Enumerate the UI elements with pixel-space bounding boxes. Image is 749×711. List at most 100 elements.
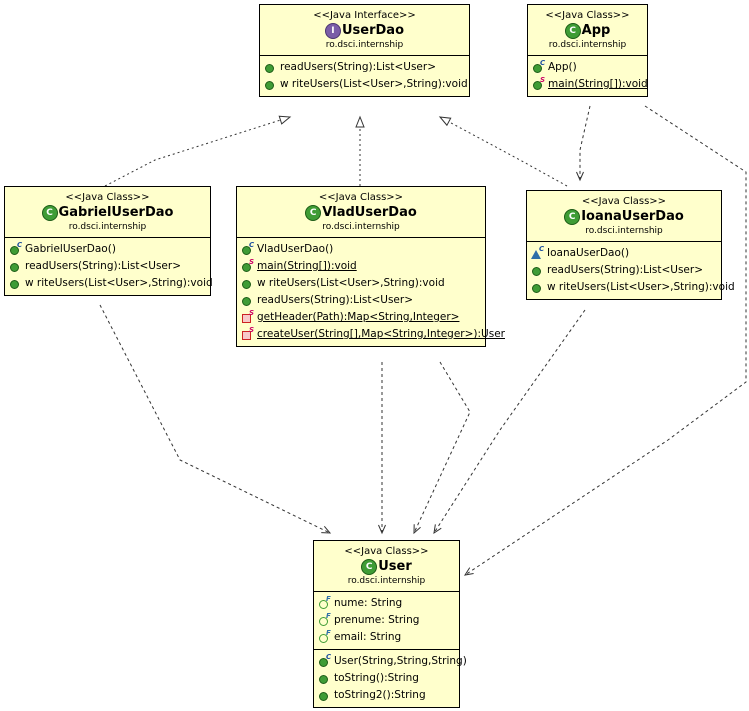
constructor-badge: C	[540, 59, 546, 67]
methods-compartment-vladuserdao: C VladUserDao() S main(String[]):void w …	[237, 238, 505, 346]
method-row[interactable]: C App()	[528, 59, 647, 76]
public-method-icon	[531, 264, 544, 277]
method-label: toString2():String	[334, 689, 426, 701]
public-method-icon	[318, 672, 331, 685]
interface-icon: I	[324, 22, 341, 39]
method-row[interactable]: S getHeader(Path):Map<String,Integer>	[237, 309, 485, 326]
edge-app-uses-user	[463, 105, 747, 576]
method-label: readUsers(String):List<User>	[280, 61, 436, 73]
method-label: IoanaUserDao()	[547, 247, 630, 259]
method-label: main(String[]):void	[257, 260, 357, 272]
method-row[interactable]: S main(String[]):void	[528, 76, 648, 93]
class-header-ioanauserdao: <<Java Class>> C IoanaUserDao ro.dsci.in…	[527, 191, 721, 242]
method-row[interactable]: toString():String	[314, 670, 459, 687]
field-row[interactable]: F nume: String	[314, 595, 459, 612]
public-method-icon	[9, 260, 22, 273]
public-method-icon: C	[241, 241, 255, 256]
public-method-icon	[9, 277, 22, 290]
method-row[interactable]: C User(String,String,String)	[314, 653, 467, 670]
class-box-app[interactable]: <<Java Class>> C App ro.dsci.internship …	[527, 4, 648, 97]
method-label: main(String[]):void	[548, 78, 648, 90]
class-name-text-user: User	[378, 559, 412, 574]
class-box-gabrieluserdao[interactable]: <<Java Class>> C GabrielUserDao ro.dsci.…	[4, 186, 213, 296]
method-row[interactable]: toString2():String	[314, 687, 459, 704]
method-label: readUsers(String):List<User>	[547, 264, 703, 276]
class-icon: C	[305, 204, 322, 221]
field-badge: F	[326, 595, 331, 603]
method-row[interactable]: S main(String[]):void	[237, 258, 485, 275]
public-method-icon: C	[318, 653, 331, 668]
public-method-icon: C	[9, 241, 23, 256]
method-row[interactable]: C IoanaUserDao()	[527, 245, 721, 262]
method-row[interactable]: w riteUsers(List<User>,String):void	[237, 275, 485, 292]
field-label: email: String	[334, 631, 402, 643]
method-label: w riteUsers(List<User>,String):void	[257, 277, 445, 289]
protected-method-icon: C	[531, 245, 544, 260]
method-label: GabrielUserDao()	[25, 243, 116, 255]
public-method-icon: C	[532, 59, 546, 74]
class-header-gabrieluserdao: <<Java Class>> C GabrielUserDao ro.dsci.…	[5, 187, 210, 238]
method-row[interactable]: readUsers(String):List<User>	[237, 292, 485, 309]
method-label: VladUserDao()	[257, 243, 334, 255]
method-row[interactable]: readUsers(String):List<User>	[260, 59, 469, 76]
stereotype-gabrieluserdao: <<Java Class>>	[65, 192, 150, 203]
static-badge: S	[249, 309, 255, 317]
constructor-badge: C	[17, 241, 23, 249]
class-box-user[interactable]: <<Java Class>> C User ro.dsci.internship…	[313, 540, 467, 708]
package-label-user: ro.dsci.internship	[347, 576, 426, 586]
public-method-icon	[241, 294, 254, 307]
method-row[interactable]: C VladUserDao()	[237, 241, 485, 258]
class-header-user: <<Java Class>> C User ro.dsci.internship	[314, 541, 459, 592]
method-row[interactable]: S createUser(String[],Map<String,Integer…	[237, 326, 505, 343]
methods-compartment-app: C App() S main(String[]):void	[528, 56, 648, 96]
class-name-ioanauserdao: C IoanaUserDao	[529, 208, 719, 225]
field-badge: F	[326, 612, 331, 620]
public-method-icon: S	[241, 258, 254, 273]
method-label: App()	[548, 61, 577, 73]
method-label: toString():String	[334, 672, 419, 684]
stereotype-user: <<Java Class>>	[344, 546, 429, 557]
class-name-app: C App	[530, 22, 645, 39]
method-label: User(String,String,String)	[334, 655, 467, 667]
methods-compartment-ioanauserdao: C IoanaUserDao() readUsers(String):List<…	[527, 242, 735, 299]
edge-vladuserdao-uses-user-2	[413, 361, 471, 535]
class-name-text-app: App	[581, 23, 611, 38]
method-row[interactable]: w riteUsers(List<User>,String):void	[527, 279, 735, 296]
class-box-userdao[interactable]: <<Java Interface>> I UserDao ro.dsci.int…	[259, 4, 470, 97]
fields-compartment-user: F nume: String F prenume: String F email…	[314, 592, 459, 649]
method-label: w riteUsers(List<User>,String):void	[280, 78, 468, 90]
class-box-ioanauserdao[interactable]: <<Java Class>> C IoanaUserDao ro.dsci.in…	[526, 190, 735, 300]
methods-compartment-userdao: readUsers(String):List<User> w riteUsers…	[260, 56, 469, 96]
method-label: readUsers(String):List<User>	[25, 260, 181, 272]
field-icon: F	[318, 629, 331, 644]
edge-app-uses-ioanauserdao	[576, 105, 591, 182]
public-method-icon	[264, 61, 277, 74]
stereotype-vladuserdao: <<Java Class>>	[318, 192, 404, 203]
class-icon: C	[564, 208, 581, 225]
public-method-icon	[531, 281, 544, 294]
field-icon: F	[318, 612, 331, 627]
constructor-badge: C	[249, 241, 255, 249]
package-label-app: ro.dsci.internship	[548, 40, 627, 50]
class-name-text-userdao: UserDao	[341, 23, 405, 38]
public-method-icon	[241, 277, 254, 290]
field-row[interactable]: F email: String	[314, 629, 459, 646]
method-row[interactable]: readUsers(String):List<User>	[5, 258, 210, 275]
field-label: prenume: String	[334, 614, 420, 626]
class-name-text-gabrieluserdao: GabrielUserDao	[58, 205, 174, 220]
method-row[interactable]: C GabrielUserDao()	[5, 241, 210, 258]
field-row[interactable]: F prenume: String	[314, 612, 459, 629]
method-label: createUser(String[],Map<String,Integer>)…	[257, 328, 505, 340]
method-row[interactable]: w riteUsers(List<User>,String):void	[260, 76, 469, 93]
package-label-gabrieluserdao: ro.dsci.internship	[68, 222, 147, 232]
class-box-vladuserdao[interactable]: <<Java Class>> C VladUserDao ro.dsci.int…	[236, 186, 505, 347]
static-badge: S	[249, 326, 255, 334]
private-method-icon: S	[241, 326, 255, 341]
class-name-vladuserdao: C VladUserDao	[239, 204, 483, 221]
method-label: w riteUsers(List<User>,String):void	[547, 281, 735, 293]
stereotype-userdao: <<Java Interface>>	[313, 10, 416, 21]
method-label: getHeader(Path):Map<String,Integer>	[257, 311, 460, 323]
method-row[interactable]: readUsers(String):List<User>	[527, 262, 721, 279]
method-row[interactable]: w riteUsers(List<User>,String):void	[5, 275, 213, 292]
